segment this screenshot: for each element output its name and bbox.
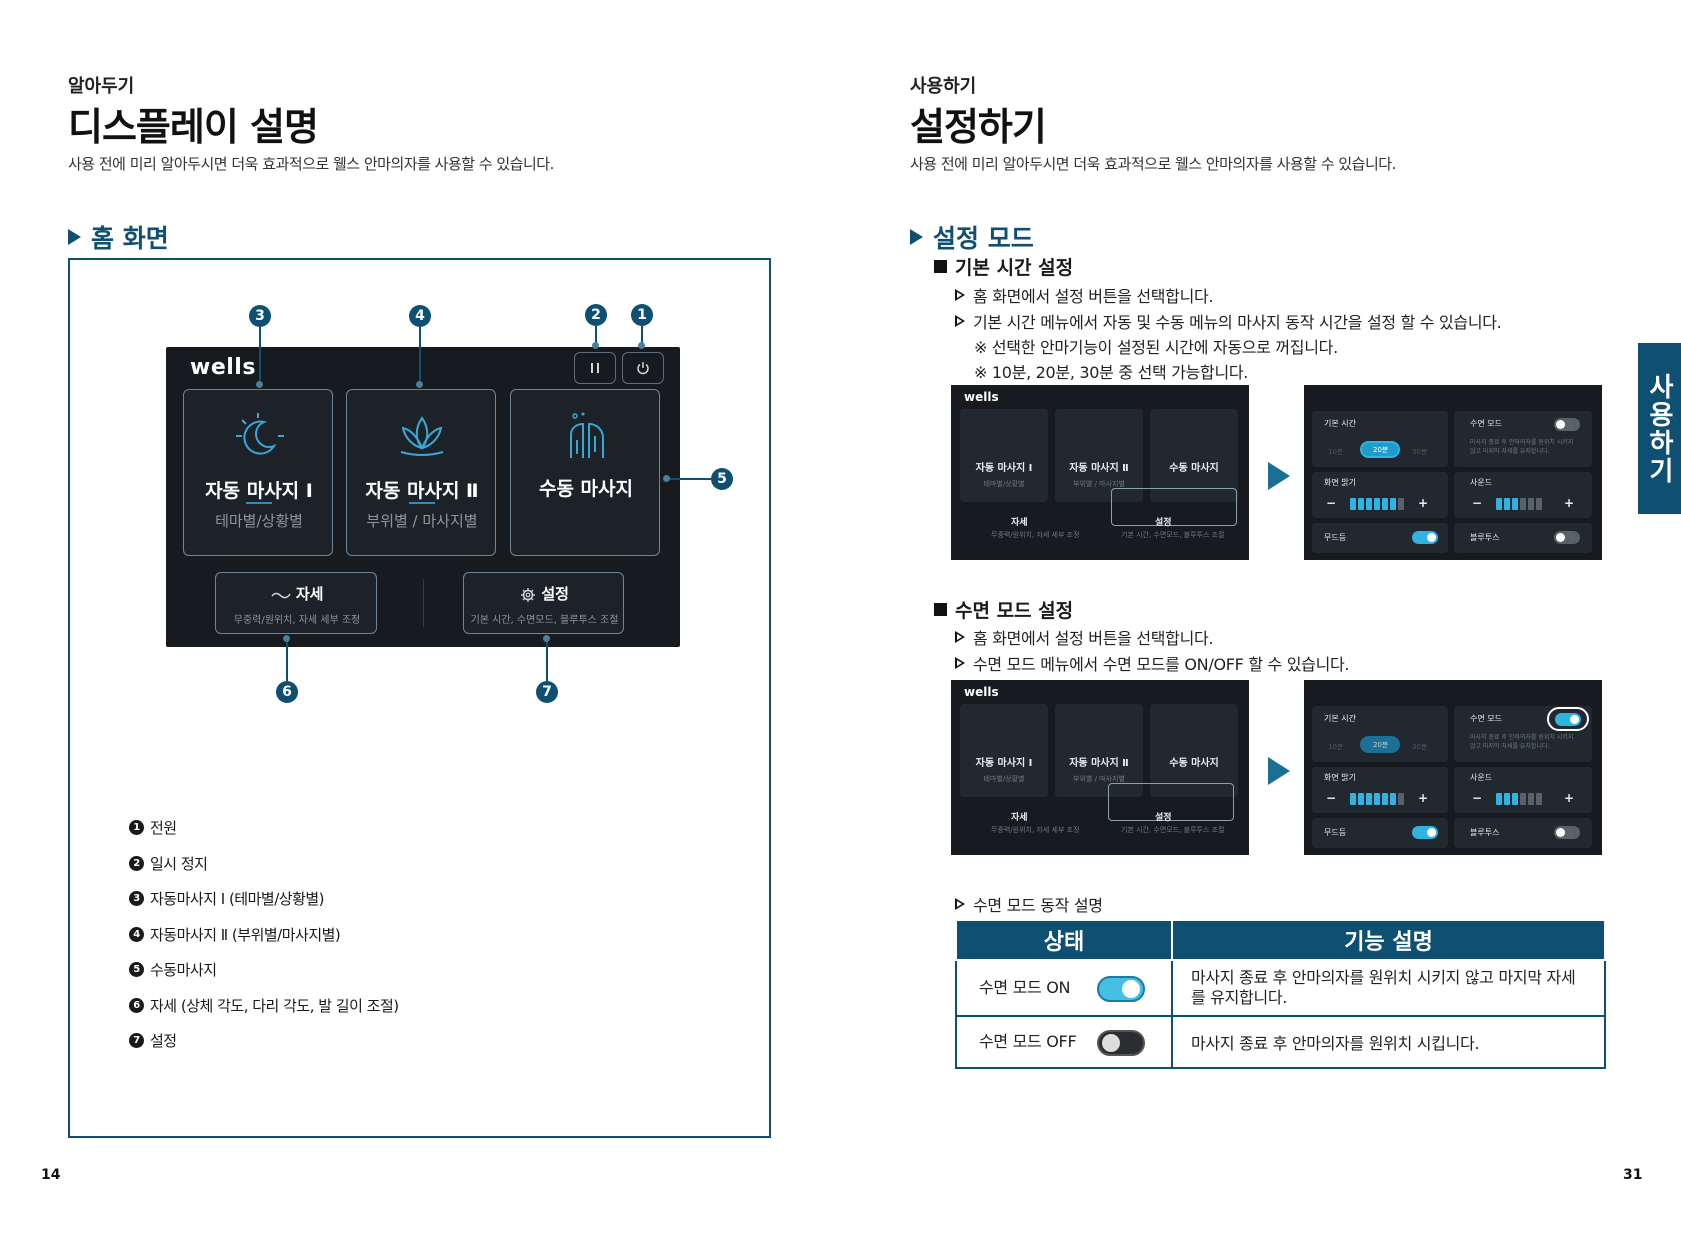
right-page-number: 31 xyxy=(1623,1167,1643,1183)
callout-3: 3 xyxy=(249,305,271,327)
posture-button[interactable]: 자세 무중력/원위치, 자세 세부 조정 xyxy=(215,572,377,634)
sleep-mode-table: 상태 기능 설명 수면 모드 ON 마사지 종료 후 안마의자를 원위치 시키지… xyxy=(955,919,1606,1069)
settings-mode-section-title: 설정 모드 xyxy=(910,219,1034,255)
hollow-triangle-icon xyxy=(955,898,965,910)
auto-massage-2-sub: 부위별 / 마사지별 xyxy=(366,512,478,530)
sleep-mode-op-label: 수면 모드 동작 설명 xyxy=(955,892,1103,916)
posture-title: 자세 xyxy=(216,583,378,604)
callout-7: 7 xyxy=(536,681,558,703)
mini-settings-button xyxy=(1111,488,1237,526)
left-page-title: 디스플레이 설명 xyxy=(68,105,319,149)
callout-6: 6 xyxy=(276,681,298,703)
left-page-number: 14 xyxy=(41,1167,61,1183)
callout-5: 5 xyxy=(711,468,733,490)
basic-time-step: 기본 시간 메뉴에서 자동 및 수동 메뉴의 마사지 동작 시간을 설정 할 수… xyxy=(955,309,1502,333)
wells-logo: wells xyxy=(190,355,256,380)
square-bullet-icon xyxy=(934,603,947,616)
table-row: 수면 모드 OFF 마사지 종료 후 안마의자를 원위치 시킵니다. xyxy=(955,1015,1606,1069)
manual-massage-title: 수동 마사지 xyxy=(538,478,633,500)
body-icon xyxy=(570,412,604,458)
wave-icon xyxy=(270,592,291,598)
manual-massage-card[interactable]: 수동 마사지 xyxy=(510,389,660,556)
state-desc-on: 마사지 종료 후 안마의자를 원위치 시키지 않고 마지막 자세를 유지합니다. xyxy=(1171,959,1606,1017)
settings-label: 설정 xyxy=(541,585,569,603)
posture-sub: 무중력/원위치, 자세 세부 조정 xyxy=(233,615,361,626)
table-header-state: 상태 xyxy=(955,919,1173,961)
pause-button[interactable] xyxy=(574,352,616,384)
hollow-triangle-icon xyxy=(955,631,965,643)
moon-sun-icon xyxy=(236,413,284,455)
hollow-triangle-icon xyxy=(955,657,965,669)
mini-settings-screen: 기본 시간 10분 20분 30분 수면 모드 마사지 종료 후 안마의자를 원… xyxy=(1304,385,1602,560)
callout-1: 1 xyxy=(631,304,653,326)
right-eyebrow: 사용하기 xyxy=(910,76,977,97)
home-screen-frame xyxy=(68,258,771,1138)
right-page-title: 설정하기 xyxy=(910,105,1047,149)
basic-time-heading: 기본 시간 설정 xyxy=(934,253,1073,280)
table-row: 수면 모드 ON 마사지 종료 후 안마의자를 원위치 시키지 않고 마지막 자… xyxy=(955,959,1606,1017)
table-header-desc: 기능 설명 xyxy=(1171,919,1606,961)
auto-massage-1-title: 자동 마사지 Ⅰ xyxy=(205,480,313,502)
triangle-icon xyxy=(68,229,81,245)
auto-massage-1-sub: 테마별/상황별 xyxy=(215,512,303,530)
basic-time-step: 홈 화면에서 설정 버튼을 선택합니다. xyxy=(955,283,1214,307)
mini-home-screen: wells 자동 마사지 Ⅰ 자동 마사지 Ⅱ 수동 마사지 테마별/상황별 부… xyxy=(951,385,1249,560)
mini-wells-logo: wells xyxy=(964,390,999,404)
lotus-icon xyxy=(400,416,444,456)
hollow-triangle-icon xyxy=(955,315,965,327)
posture-label: 자세 xyxy=(295,585,324,603)
left-subtitle: 사용 전에 미리 알아두시면 더욱 효과적으로 웰스 안마의자를 사용할 수 있… xyxy=(68,155,554,173)
toggle-on-icon xyxy=(1097,975,1146,1002)
gear-icon xyxy=(521,587,536,602)
side-tab-usage: 사용하기 xyxy=(1638,343,1681,514)
state-label-on: 수면 모드 ON xyxy=(979,978,1071,998)
basic-time-note: ※ 선택한 안마기능이 설정된 시간에 자동으로 꺼집니다. xyxy=(974,338,1338,357)
settings-button[interactable]: 설정 기본 시간, 수면모드, 블루투스 조절 xyxy=(463,572,624,634)
basic-time-note: ※ 10분, 20분, 30분 중 선택 가능합니다. xyxy=(974,363,1249,382)
home-screen-display: wells 자동 마사지 Ⅰ 테마별/상황별 자동 마사지 Ⅱ 부위별 / 마사… xyxy=(166,347,680,647)
callout-2: 2 xyxy=(585,304,607,326)
power-button[interactable] xyxy=(622,352,664,384)
sleep-mode-step: 홈 화면에서 설정 버튼을 선택합니다. xyxy=(955,625,1214,649)
sleep-mode-step: 수면 모드 메뉴에서 수면 모드를 ON/OFF 할 수 있습니다. xyxy=(955,651,1350,675)
mini-settings-screen-2: 기본 시간 10분 20분 30분 수면 모드 마사지 종료 후 안마의자를 원… xyxy=(1304,680,1602,855)
settings-title: 설정 xyxy=(464,583,625,604)
toggle-off-icon xyxy=(1097,1029,1146,1056)
auto-massage-2-title: 자동 마사지 Ⅱ xyxy=(365,480,479,502)
pause-icon xyxy=(591,363,599,373)
arrow-right-icon xyxy=(1268,757,1290,785)
mini-home-screen-2: wells 자동 마사지 Ⅰ 자동 마사지 Ⅱ 수동 마사지 테마별/상황별 부… xyxy=(951,680,1249,855)
callout-4: 4 xyxy=(409,305,431,327)
right-subtitle: 사용 전에 미리 알아두시면 더욱 효과적으로 웰스 안마의자를 사용할 수 있… xyxy=(910,155,1396,173)
settings-sub: 기본 시간, 수면모드, 블루투스 조절 xyxy=(470,615,619,626)
triangle-icon xyxy=(910,229,923,245)
state-desc-off: 마사지 종료 후 안마의자를 원위치 시킵니다. xyxy=(1171,1015,1606,1069)
state-label-off: 수면 모드 OFF xyxy=(979,1032,1077,1052)
home-screen-section-label: 홈 화면 xyxy=(91,224,169,253)
sleep-mode-heading-label: 수면 모드 설정 xyxy=(955,600,1074,622)
sleep-mode-heading: 수면 모드 설정 xyxy=(934,596,1073,623)
auto-massage-1-card[interactable]: 자동 마사지 Ⅰ 테마별/상황별 xyxy=(183,389,333,556)
left-eyebrow: 알아두기 xyxy=(68,76,135,97)
arrow-right-icon xyxy=(1268,462,1290,490)
power-icon xyxy=(637,362,649,375)
hollow-triangle-icon xyxy=(955,289,965,301)
settings-mode-section-label: 설정 모드 xyxy=(933,224,1034,253)
basic-time-heading-label: 기본 시간 설정 xyxy=(955,257,1074,279)
square-bullet-icon xyxy=(934,260,947,273)
home-screen-section-title: 홈 화면 xyxy=(68,219,169,255)
auto-massage-2-card[interactable]: 자동 마사지 Ⅱ 부위별 / 마사지별 xyxy=(346,389,496,556)
